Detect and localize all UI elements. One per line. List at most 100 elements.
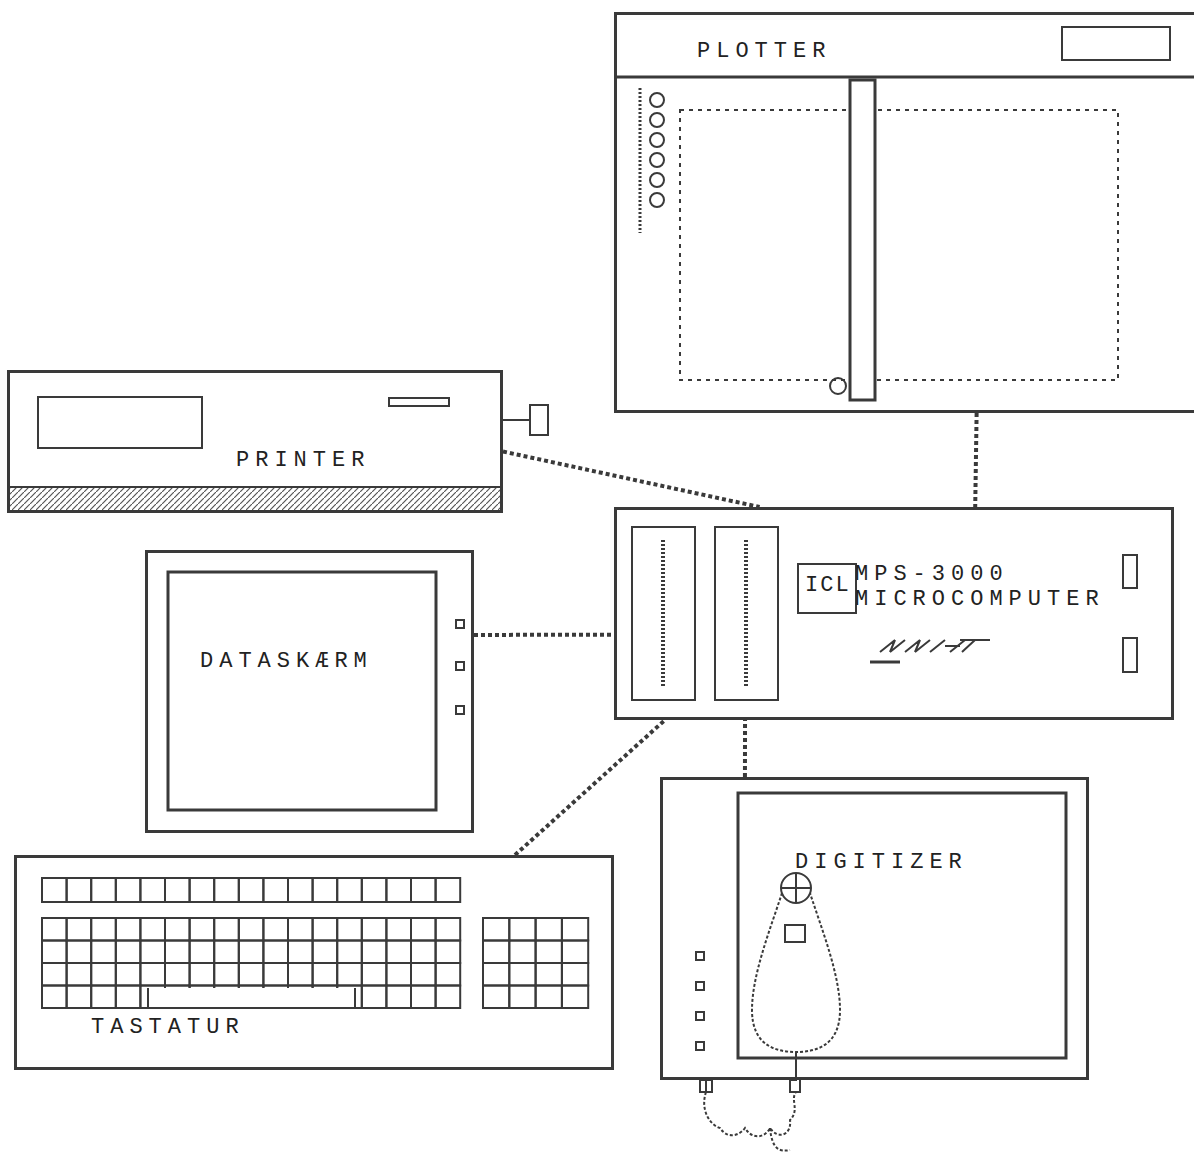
key bbox=[562, 986, 588, 1009]
plotter-pen bbox=[830, 378, 846, 394]
key bbox=[313, 941, 338, 964]
key bbox=[42, 918, 67, 941]
key bbox=[165, 918, 190, 941]
key bbox=[263, 878, 288, 902]
key bbox=[42, 963, 67, 986]
key bbox=[362, 941, 387, 964]
key bbox=[362, 986, 387, 1009]
digitizer-button bbox=[696, 982, 704, 990]
key bbox=[288, 918, 313, 941]
key bbox=[509, 986, 535, 1009]
key bbox=[337, 878, 362, 902]
indicator bbox=[1123, 555, 1137, 588]
pen-holder bbox=[650, 153, 664, 167]
key bbox=[536, 941, 562, 964]
printer-base-line bbox=[10, 486, 500, 488]
key bbox=[313, 963, 338, 986]
key bbox=[509, 963, 535, 986]
device-box: ICLMPS-3000 MICROCOMPUTER bbox=[614, 507, 1174, 720]
key bbox=[436, 918, 461, 941]
key bbox=[116, 963, 141, 986]
key bbox=[411, 878, 436, 902]
key bbox=[42, 878, 67, 902]
key bbox=[288, 878, 313, 902]
digitizer-button bbox=[696, 952, 704, 960]
digitizer-button bbox=[696, 1012, 704, 1020]
key bbox=[509, 941, 535, 964]
device-box: DIGITIZER bbox=[660, 777, 1089, 1080]
pen-holder bbox=[650, 113, 664, 127]
data-cable bbox=[743, 720, 747, 777]
pen-holder bbox=[650, 133, 664, 147]
key bbox=[436, 878, 461, 902]
key bbox=[165, 878, 190, 902]
key bbox=[190, 918, 215, 941]
key bbox=[263, 941, 288, 964]
key bbox=[67, 986, 92, 1009]
key bbox=[263, 963, 288, 986]
key bbox=[386, 941, 411, 964]
key bbox=[362, 918, 387, 941]
key bbox=[140, 878, 165, 902]
printer-plug bbox=[530, 405, 548, 435]
key bbox=[436, 941, 461, 964]
data-cable bbox=[515, 720, 665, 855]
key bbox=[67, 878, 92, 902]
pen-rack bbox=[639, 88, 642, 233]
key bbox=[140, 941, 165, 964]
puck-plug bbox=[790, 1052, 800, 1092]
device-label: TASTATUR bbox=[91, 1015, 245, 1040]
data-cable bbox=[503, 452, 760, 507]
maker-logo bbox=[870, 640, 990, 662]
digitizer-tablet bbox=[738, 793, 1066, 1058]
disk-slot bbox=[661, 540, 665, 688]
key bbox=[562, 963, 588, 986]
key bbox=[411, 986, 436, 1009]
key bbox=[337, 963, 362, 986]
key bbox=[562, 941, 588, 964]
key bbox=[337, 918, 362, 941]
key bbox=[483, 986, 509, 1009]
disk-drive bbox=[715, 527, 778, 700]
screen-glass bbox=[168, 572, 436, 810]
key bbox=[42, 986, 67, 1009]
key bbox=[214, 963, 239, 986]
key bbox=[214, 941, 239, 964]
plot-area bbox=[680, 110, 1118, 380]
key bbox=[214, 878, 239, 902]
key bbox=[288, 963, 313, 986]
key bbox=[67, 941, 92, 964]
screen-button bbox=[456, 620, 464, 628]
key bbox=[239, 918, 264, 941]
device-label: PLOTTER bbox=[697, 39, 831, 64]
screen-button bbox=[456, 662, 464, 670]
screen-button bbox=[456, 706, 464, 714]
key bbox=[91, 878, 116, 902]
tablet-plug bbox=[700, 1080, 712, 1092]
key bbox=[165, 963, 190, 986]
key bbox=[562, 918, 588, 941]
key bbox=[436, 963, 461, 986]
keys bbox=[42, 878, 588, 1008]
key bbox=[91, 941, 116, 964]
device-label: DATASKÆRM bbox=[200, 649, 373, 674]
key bbox=[140, 963, 165, 986]
key bbox=[116, 878, 141, 902]
device-box: PRINTER bbox=[7, 370, 503, 513]
digitizer-cable bbox=[704, 1092, 796, 1151]
digitizer-button bbox=[696, 1042, 704, 1050]
key bbox=[288, 941, 313, 964]
plotter-arm bbox=[850, 80, 875, 400]
key bbox=[91, 986, 116, 1009]
digitizer-puck bbox=[752, 873, 840, 1052]
key bbox=[411, 963, 436, 986]
pen-holders bbox=[650, 93, 664, 207]
key bbox=[337, 941, 362, 964]
printer-base bbox=[10, 487, 500, 511]
data-cable bbox=[474, 633, 614, 637]
key bbox=[91, 963, 116, 986]
pen-holder bbox=[650, 173, 664, 187]
key bbox=[386, 986, 411, 1009]
key bbox=[509, 918, 535, 941]
space-bar bbox=[148, 988, 355, 1008]
